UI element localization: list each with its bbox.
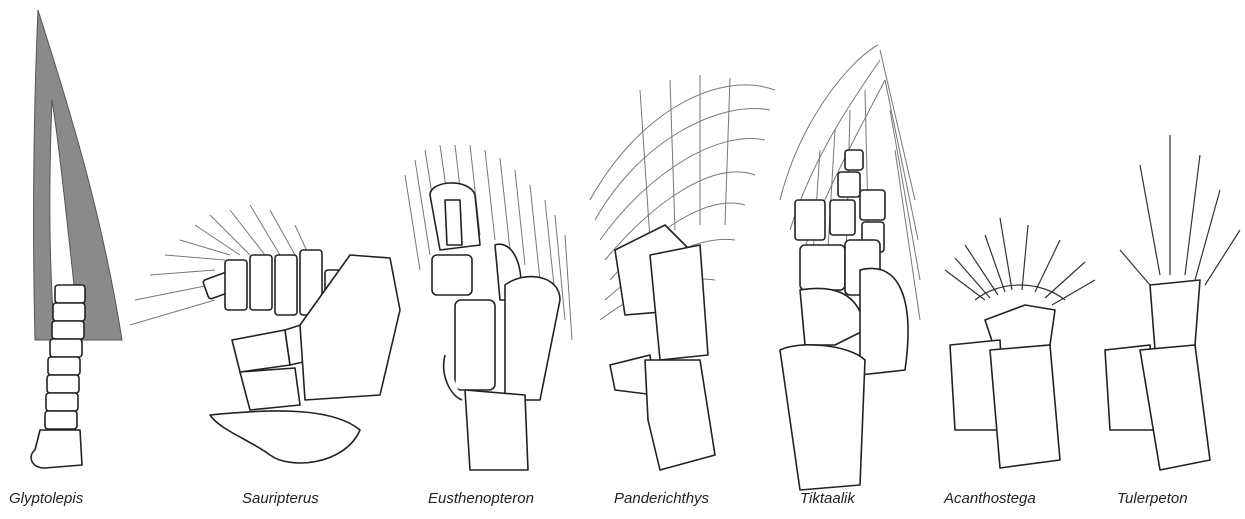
label-sauripterus: Sauripterus	[242, 490, 319, 507]
sauripterus-fin-drawing	[130, 205, 400, 463]
acanthostega-limb-drawing	[945, 218, 1095, 468]
label-tulerpeton: Tulerpeton	[1117, 490, 1188, 507]
panderichthys-fin-drawing	[590, 75, 775, 470]
glyptolepis-fin-drawing	[31, 10, 122, 468]
label-tiktaalik: Tiktaalik	[800, 490, 855, 507]
label-eusthenopteron: Eusthenopteron	[428, 490, 534, 507]
label-acanthostega: Acanthostega	[944, 490, 1036, 507]
tiktaalik-fin-drawing	[780, 45, 920, 490]
eusthenopteron-fin-drawing	[405, 145, 572, 470]
tulerpeton-limb-drawing	[1105, 135, 1240, 470]
label-panderichthys: Panderichthys	[614, 490, 709, 507]
label-glyptolepis: Glyptolepis	[9, 490, 83, 507]
